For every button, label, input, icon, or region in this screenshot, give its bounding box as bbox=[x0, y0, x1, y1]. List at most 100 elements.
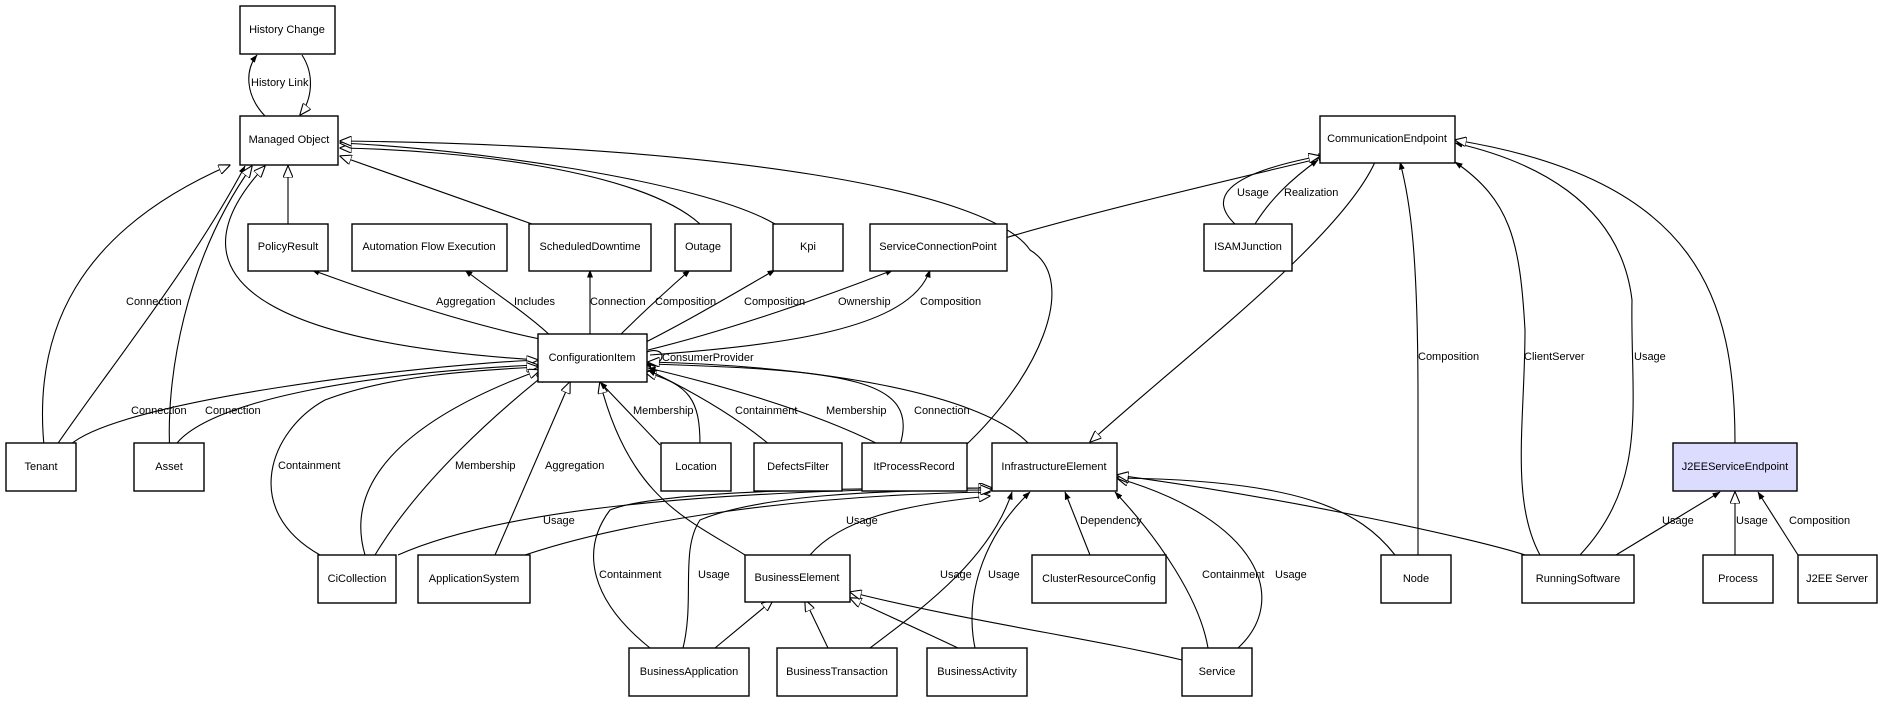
node-label: History Change bbox=[249, 24, 325, 36]
node-managed-object[interactable]: Managed Object bbox=[239, 115, 339, 166]
node-label: InfrastructureElement bbox=[1001, 461, 1106, 473]
edge-rs-j2ee bbox=[1615, 491, 1721, 556]
edge-ci-policy bbox=[311, 269, 546, 341]
node-label: Outage bbox=[685, 241, 721, 253]
node-j2ee-server[interactable]: J2EE Server bbox=[1797, 554, 1878, 604]
edge-be-ci bbox=[600, 382, 746, 556]
node-scheduled-downtime[interactable]: ScheduledDowntime bbox=[528, 223, 652, 272]
node-label: ApplicationSystem bbox=[429, 573, 520, 585]
edge-label: Connection bbox=[914, 405, 970, 417]
node-label: BusinessTransaction bbox=[786, 666, 888, 678]
edge-itpr-ci-membership bbox=[647, 366, 881, 446]
node-business-transaction[interactable]: BusinessTransaction bbox=[776, 647, 898, 697]
edge-ci-scp-composition bbox=[649, 269, 931, 356]
node-label: CommunicationEndpoint bbox=[1327, 133, 1447, 145]
edge-label: Composition bbox=[1789, 515, 1850, 527]
edge-j2ee-ce bbox=[1455, 140, 1736, 444]
node-node[interactable]: Node bbox=[1380, 554, 1452, 604]
edge-label: Aggregation bbox=[545, 460, 604, 472]
node-label: J2EE Server bbox=[1806, 573, 1868, 585]
edge-label: ConsumerProvider bbox=[662, 352, 754, 364]
node-label: ClusterResourceConfig bbox=[1042, 573, 1156, 585]
edge-rs-ie bbox=[1117, 475, 1526, 556]
edge-ie-ci bbox=[648, 362, 1031, 446]
node-communication-endpoint[interactable]: CommunicationEndpoint bbox=[1319, 115, 1456, 164]
edge-label: Ownership bbox=[838, 296, 891, 308]
node-business-application[interactable]: BusinessApplication bbox=[628, 647, 750, 697]
edge-ci-kpi bbox=[639, 269, 776, 346]
edge-label: Usage bbox=[846, 515, 878, 527]
node-label: ScheduledDowntime bbox=[540, 241, 641, 253]
edge-label: Dependency bbox=[1080, 515, 1142, 527]
edge-df-ci bbox=[647, 369, 771, 446]
node-label: Process bbox=[1718, 573, 1758, 585]
edge-bact-be bbox=[850, 598, 959, 649]
node-service[interactable]: Service bbox=[1181, 647, 1253, 697]
edge-label: Usage bbox=[543, 515, 575, 527]
node-process[interactable]: Process bbox=[1702, 554, 1774, 604]
node-label: BusinessElement bbox=[755, 572, 840, 584]
edge-label: Connection bbox=[126, 296, 182, 308]
node-infrastructure-element[interactable]: InfrastructureElement bbox=[991, 442, 1118, 492]
edge-label: ClientServer bbox=[1524, 351, 1585, 363]
edge-label: Usage bbox=[1662, 515, 1694, 527]
edge-label: Composition bbox=[655, 296, 716, 308]
node-label: Tenant bbox=[24, 461, 57, 473]
edge-bt-be bbox=[805, 600, 829, 649]
edge-sd-mo bbox=[340, 156, 533, 225]
node-label: PolicyResult bbox=[258, 241, 319, 253]
node-business-activity[interactable]: BusinessActivity bbox=[926, 647, 1028, 697]
edge-ci-scp-ownership bbox=[647, 269, 894, 351]
node-label: BusinessApplication bbox=[640, 666, 738, 678]
node-application-system[interactable]: ApplicationSystem bbox=[417, 554, 531, 604]
node-label: Location bbox=[675, 461, 717, 473]
node-ci-collection[interactable]: CiCollection bbox=[317, 554, 397, 604]
node-tenant[interactable]: Tenant bbox=[5, 442, 77, 492]
node-label: ServiceConnectionPoint bbox=[879, 241, 996, 253]
node-configuration-item[interactable]: ConfigurationItem bbox=[537, 333, 648, 383]
edge-crc-ie bbox=[1064, 491, 1091, 556]
node-label: DefectsFilter bbox=[767, 461, 829, 473]
edge-label: Membership bbox=[633, 405, 694, 417]
node-policy-result[interactable]: PolicyResult bbox=[247, 223, 329, 272]
edge-cic-ie bbox=[397, 488, 990, 556]
node-cluster-resource-config[interactable]: ClusterResourceConfig bbox=[1031, 554, 1167, 604]
edge-asset-mo bbox=[168, 166, 252, 456]
node-running-software[interactable]: RunningSoftware bbox=[1521, 554, 1635, 604]
edge-service-ie-containment bbox=[1114, 491, 1209, 649]
edge-history-link bbox=[248, 54, 266, 117]
node-business-element[interactable]: BusinessElement bbox=[744, 554, 851, 603]
edge-label: Usage bbox=[698, 569, 730, 581]
edge-isam-ce-usage bbox=[1222, 156, 1320, 225]
edge-label: History Link bbox=[251, 77, 309, 89]
edge-label: Usage bbox=[1736, 515, 1768, 527]
node-defects-filter[interactable]: DefectsFilter bbox=[753, 442, 843, 492]
node-history-change[interactable]: History Change bbox=[239, 5, 336, 55]
node-automation-flow-execution[interactable]: Automation Flow Execution bbox=[351, 223, 508, 272]
edge-label: Containment bbox=[599, 569, 661, 581]
node-service-connection-point[interactable]: ServiceConnectionPoint bbox=[869, 223, 1008, 272]
edge-kpi-mo bbox=[340, 143, 776, 225]
edge-be-ie bbox=[809, 496, 990, 556]
node-label: Automation Flow Execution bbox=[362, 241, 495, 253]
node-location[interactable]: Location bbox=[660, 442, 732, 492]
node-asset[interactable]: Asset bbox=[133, 442, 205, 492]
node-j2ee-service-endpoint[interactable]: J2EEServiceEndpoint bbox=[1672, 442, 1798, 492]
edge-label: Connection bbox=[131, 405, 187, 417]
node-it-process-record[interactable]: ItProcessRecord bbox=[861, 442, 968, 492]
node-label: RunningSoftware bbox=[1536, 573, 1620, 585]
edge-label: Composition bbox=[744, 296, 805, 308]
node-label: J2EEServiceEndpoint bbox=[1682, 461, 1788, 473]
edge-label: Usage bbox=[940, 569, 972, 581]
edge-label: Connection bbox=[205, 405, 261, 417]
node-outage[interactable]: Outage bbox=[674, 223, 732, 272]
edge-asset-ci bbox=[169, 365, 538, 456]
node-isam-junction[interactable]: ISAMJunction bbox=[1203, 223, 1293, 272]
node-kpi[interactable]: Kpi bbox=[772, 223, 844, 272]
edge-label: Membership bbox=[455, 460, 516, 472]
edge-loc-ci bbox=[645, 372, 701, 446]
edge-label: Usage bbox=[1634, 351, 1666, 363]
node-label: Kpi bbox=[800, 241, 816, 253]
edge-ci-afe bbox=[464, 269, 556, 341]
nodes: History Change Managed Object Communicat… bbox=[5, 5, 1878, 697]
